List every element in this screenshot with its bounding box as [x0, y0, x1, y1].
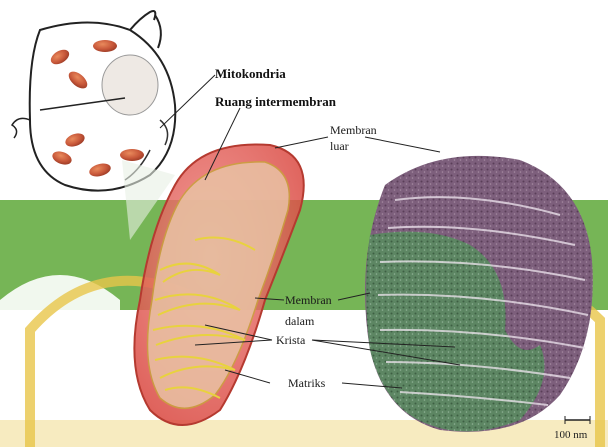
mitochondrion-small	[93, 40, 117, 52]
label-membran-luar-line2: luar	[330, 139, 349, 153]
electron-micrograph	[365, 156, 593, 432]
mitochondrion-small	[120, 149, 144, 161]
label-mitokondria: Mitokondria	[215, 66, 286, 81]
label-ruang-intermembran: Ruang intermembran	[215, 94, 337, 109]
cell-illustration	[12, 11, 175, 191]
label-krista: Krista	[276, 333, 306, 347]
scale-bar: 100 nm	[554, 416, 590, 441]
label-membran-dalam-line1: Membran	[285, 293, 332, 307]
label-membran-luar-line1: Membran	[330, 123, 377, 137]
scale-bar-label: 100 nm	[554, 429, 588, 441]
label-matriks: Matriks	[288, 376, 326, 390]
label-membran-dalam-line2: dalam	[285, 314, 315, 328]
